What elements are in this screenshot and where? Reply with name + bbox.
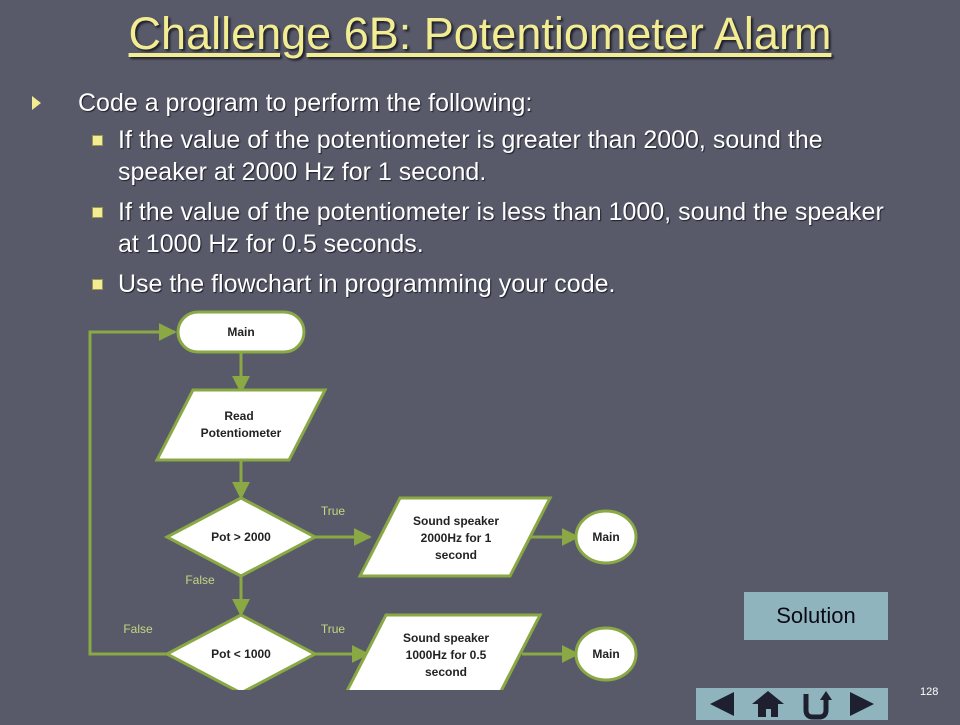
decision1-diamond [163,496,319,578]
action1-label: Sound speaker [413,514,499,528]
end2-label: Main [592,647,619,661]
start-label: Main [227,325,254,339]
sub-bullet: If the value of the potentiometer is gre… [92,124,898,188]
end1-terminal [574,509,638,565]
action2-label: 1000Hz for 0.5 [406,648,487,662]
true-label: True [321,504,346,518]
decision1-label: Pot > 2000 [211,530,271,544]
end2-terminal [574,626,638,682]
home-button[interactable] [744,688,792,720]
action2-io-shape [345,613,543,690]
nav-bar [696,688,888,720]
end1-label: Main [592,530,619,544]
back-button[interactable] [696,688,744,720]
read-io-shape [154,388,328,462]
false-label: False [123,622,153,636]
square-bullet-icon [92,279,103,290]
action1-label: second [435,548,477,562]
forward-icon [850,692,874,716]
false-label: False [185,573,215,587]
back-icon [710,692,734,716]
solution-button[interactable]: Solution [744,592,888,640]
arrow-bullet-icon [32,96,41,110]
action2-label: second [425,665,467,679]
action2-label: Sound speaker [403,631,489,645]
read-label: Read [224,409,253,423]
sub-bullet: If the value of the potentiometer is les… [92,196,898,260]
action1-io-shape [357,496,553,578]
main-bullet: Code a program to perform the following: [32,88,912,118]
return-button[interactable] [792,688,840,720]
slide-title: Challenge 6B: Potentiometer Alarm [128,8,832,59]
connector-loop-back [88,323,177,656]
square-bullet-icon [92,207,103,218]
forward-button[interactable] [840,688,888,720]
action1-label: 2000Hz for 1 [421,531,492,545]
start-terminal [176,310,306,354]
decision2-diamond [163,613,319,690]
read-label: Potentiometer [201,426,282,440]
sub-bullet-text: If the value of the potentiometer is gre… [118,126,823,186]
main-bullet-text: Code a program to perform the following: [78,89,533,117]
sub-bullet: Use the flowchart in programming your co… [92,268,898,300]
page-number: 128 [920,686,939,698]
sub-bullet-text: Use the flowchart in programming your co… [118,270,616,298]
home-icon [752,691,784,717]
return-icon [803,691,832,720]
true-label: True [321,622,346,636]
sub-bullet-text: If the value of the potentiometer is les… [118,198,884,258]
flowchart: Main Read Potentiometer Pot > 2000 Pot <… [88,310,638,690]
decision2-label: Pot < 1000 [211,647,271,661]
square-bullet-icon [92,135,103,146]
